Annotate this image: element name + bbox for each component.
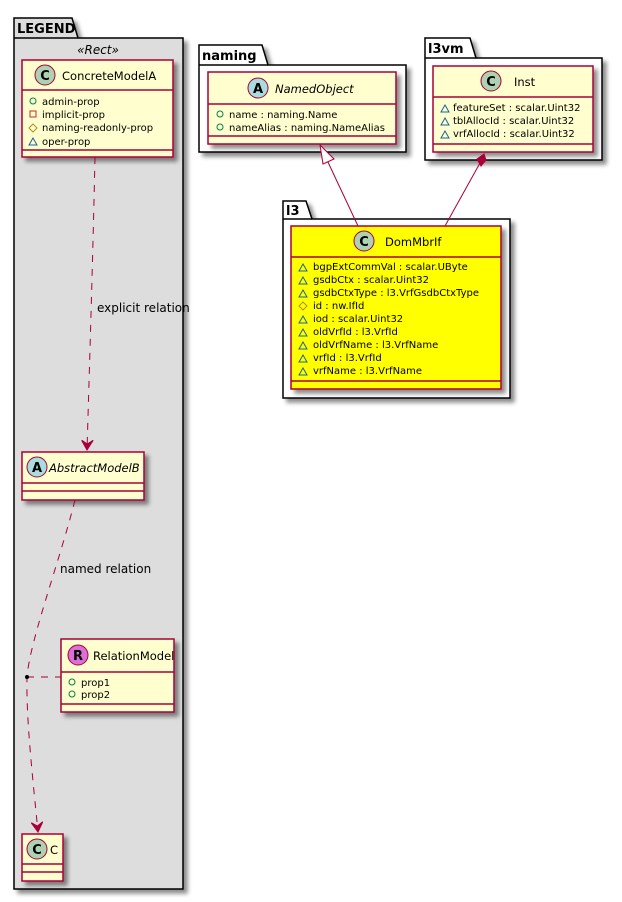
svg-text:C: C	[32, 843, 42, 858]
package-visibility-icon	[298, 353, 308, 363]
class-name: AbstractModelB	[48, 461, 140, 475]
attribute: oldVrfName : l3.VrfName	[313, 340, 438, 351]
svg-text:C: C	[486, 75, 496, 90]
attribute: vrfName : l3.VrfName	[313, 366, 422, 377]
package-label-l3vm: l3vm	[428, 42, 464, 57]
class-concrete-model-a[interactable]: C ConcreteModelA admin-prop implicit-pro…	[21, 59, 174, 158]
class-spot-icon: C	[480, 70, 502, 92]
public-visibility-icon	[216, 123, 224, 131]
generalization-arrowhead	[319, 143, 335, 165]
relation-label: explicit relation	[97, 301, 190, 315]
class-name: RelationModel	[93, 649, 174, 663]
svg-text:A: A	[32, 461, 42, 476]
class-abstract-model-b[interactable]: A AbstractModelB	[21, 451, 145, 501]
relation-named: named relation	[25, 499, 151, 832]
relation-inheritance	[319, 143, 359, 227]
class-relation-model[interactable]: R RelationModel prop1 prop2	[60, 638, 175, 713]
package-visibility-icon	[298, 327, 308, 337]
package-visibility-icon	[298, 262, 308, 272]
class-spot-icon: C	[26, 838, 48, 860]
class-inst[interactable]: C Inst featureSet : scalar.Uint32 tblAll…	[432, 65, 594, 153]
package-visibility-icon	[28, 136, 38, 146]
class-name: Inst	[514, 75, 536, 89]
class-spot-icon: C	[34, 64, 56, 86]
public-visibility-icon	[216, 110, 224, 118]
private-visibility-icon	[29, 110, 37, 118]
svg-text:C: C	[359, 235, 369, 250]
package-label-naming: naming	[202, 49, 257, 64]
legend-stereotype: «Rect»	[77, 43, 119, 57]
package-visibility-icon	[440, 116, 450, 126]
svg-text:R: R	[73, 649, 83, 664]
public-visibility-icon	[68, 678, 76, 686]
package-label-l3: l3	[286, 204, 300, 219]
class-name: ConcreteModelA	[62, 69, 156, 83]
package-visibility-icon	[298, 288, 308, 298]
attribute: featureSet : scalar.Uint32	[453, 103, 580, 114]
package-label-legend: LEGEND	[17, 22, 76, 37]
package-visibility-icon	[298, 275, 308, 285]
public-visibility-icon	[29, 97, 37, 105]
attribute: iod : scalar.Uint32	[313, 314, 403, 325]
class-name: C	[50, 843, 58, 857]
attribute: prop1	[81, 678, 110, 689]
package-visibility-icon	[298, 314, 308, 324]
attribute: naming-readonly-prop	[42, 123, 153, 134]
package-visibility-icon	[440, 103, 450, 113]
attribute: admin-prop	[42, 97, 100, 108]
class-name: NamedObject	[275, 82, 354, 96]
relation-explicit: explicit relation	[87, 156, 190, 450]
attribute: gsdbCtx : scalar.Uint32	[313, 275, 429, 286]
class-dom-mbr-if[interactable]: C DomMbrIf bgpExtCommVal : scalar.UByte g…	[290, 225, 502, 390]
attribute: tblAllocId : scalar.Uint32	[453, 116, 574, 127]
package-visibility-icon	[440, 129, 450, 139]
public-visibility-icon	[68, 690, 76, 698]
protected-visibility-icon	[28, 123, 38, 133]
package-visibility-icon	[298, 340, 308, 350]
protected-visibility-icon	[298, 301, 308, 311]
class-spot-icon: C	[353, 230, 375, 252]
relation-label: named relation	[60, 562, 151, 576]
attribute: nameAlias : naming.NameAlias	[229, 123, 385, 134]
abstract-spot-icon: A	[247, 77, 269, 99]
attribute: gsdbCtxType : l3.VrfGsdbCtxType	[313, 288, 479, 299]
relation-composition	[444, 153, 487, 227]
attribute: prop2	[81, 690, 110, 701]
attribute: bgpExtCommVal : scalar.UByte	[313, 262, 468, 273]
attribute: name : naming.Name	[229, 110, 337, 121]
class-named-object[interactable]: A NamedObject name : naming.Name nameAli…	[207, 71, 397, 145]
class-name: DomMbrIf	[385, 235, 442, 249]
svg-text:C: C	[40, 69, 50, 84]
abstract-spot-icon: A	[26, 456, 48, 478]
attribute: vrfId : l3.VrfId	[313, 353, 382, 364]
attribute: id : nw.IfId	[313, 301, 364, 312]
package-visibility-icon	[298, 366, 308, 376]
svg-text:A: A	[253, 82, 263, 97]
attribute: oper-prop	[42, 137, 90, 148]
attribute: oldVrfId : l3.VrfId	[313, 327, 398, 338]
attribute: vrfAllocId : scalar.Uint32	[453, 129, 575, 140]
class-c[interactable]: C C	[21, 833, 64, 882]
composition-diamond	[476, 153, 487, 167]
attribute: implicit-prop	[42, 110, 105, 121]
relation-spot-icon: R	[67, 644, 89, 666]
association-point	[25, 675, 29, 679]
